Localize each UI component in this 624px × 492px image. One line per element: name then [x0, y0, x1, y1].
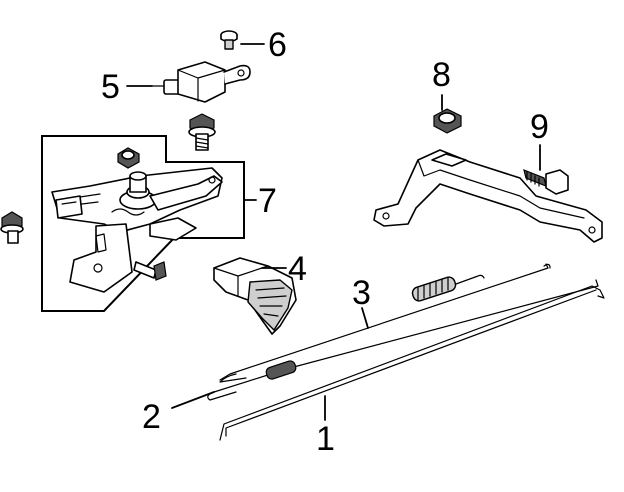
part-7-frame: [41, 135, 245, 312]
part-5-sensor: [151, 61, 251, 103]
part-6-screw: [220, 30, 238, 50]
callout-3: 3: [352, 274, 371, 312]
callout-8: 8: [432, 56, 451, 94]
callout-5: 5: [101, 68, 120, 106]
callout-4: 4: [288, 250, 307, 288]
left-bolt-icon: [0, 211, 24, 244]
part-7-throttle-assembly: [51, 147, 223, 293]
callout-7: 7: [258, 182, 277, 220]
leader-2: [171, 391, 215, 409]
part-8-nut: [433, 108, 462, 134]
callout-2: 2: [142, 398, 161, 436]
callout-6: 6: [268, 26, 287, 64]
part-4-lever-knob: [213, 257, 297, 335]
flange-bolt-icon: [188, 113, 216, 151]
part-9-bolt: [523, 169, 569, 195]
callout-9: 9: [530, 108, 549, 146]
leader-3: [361, 307, 369, 329]
callout-1: 1: [316, 420, 335, 458]
control-bracket: [373, 149, 603, 243]
part-3-cable: [219, 263, 551, 383]
part-1-rod: [219, 285, 605, 441]
